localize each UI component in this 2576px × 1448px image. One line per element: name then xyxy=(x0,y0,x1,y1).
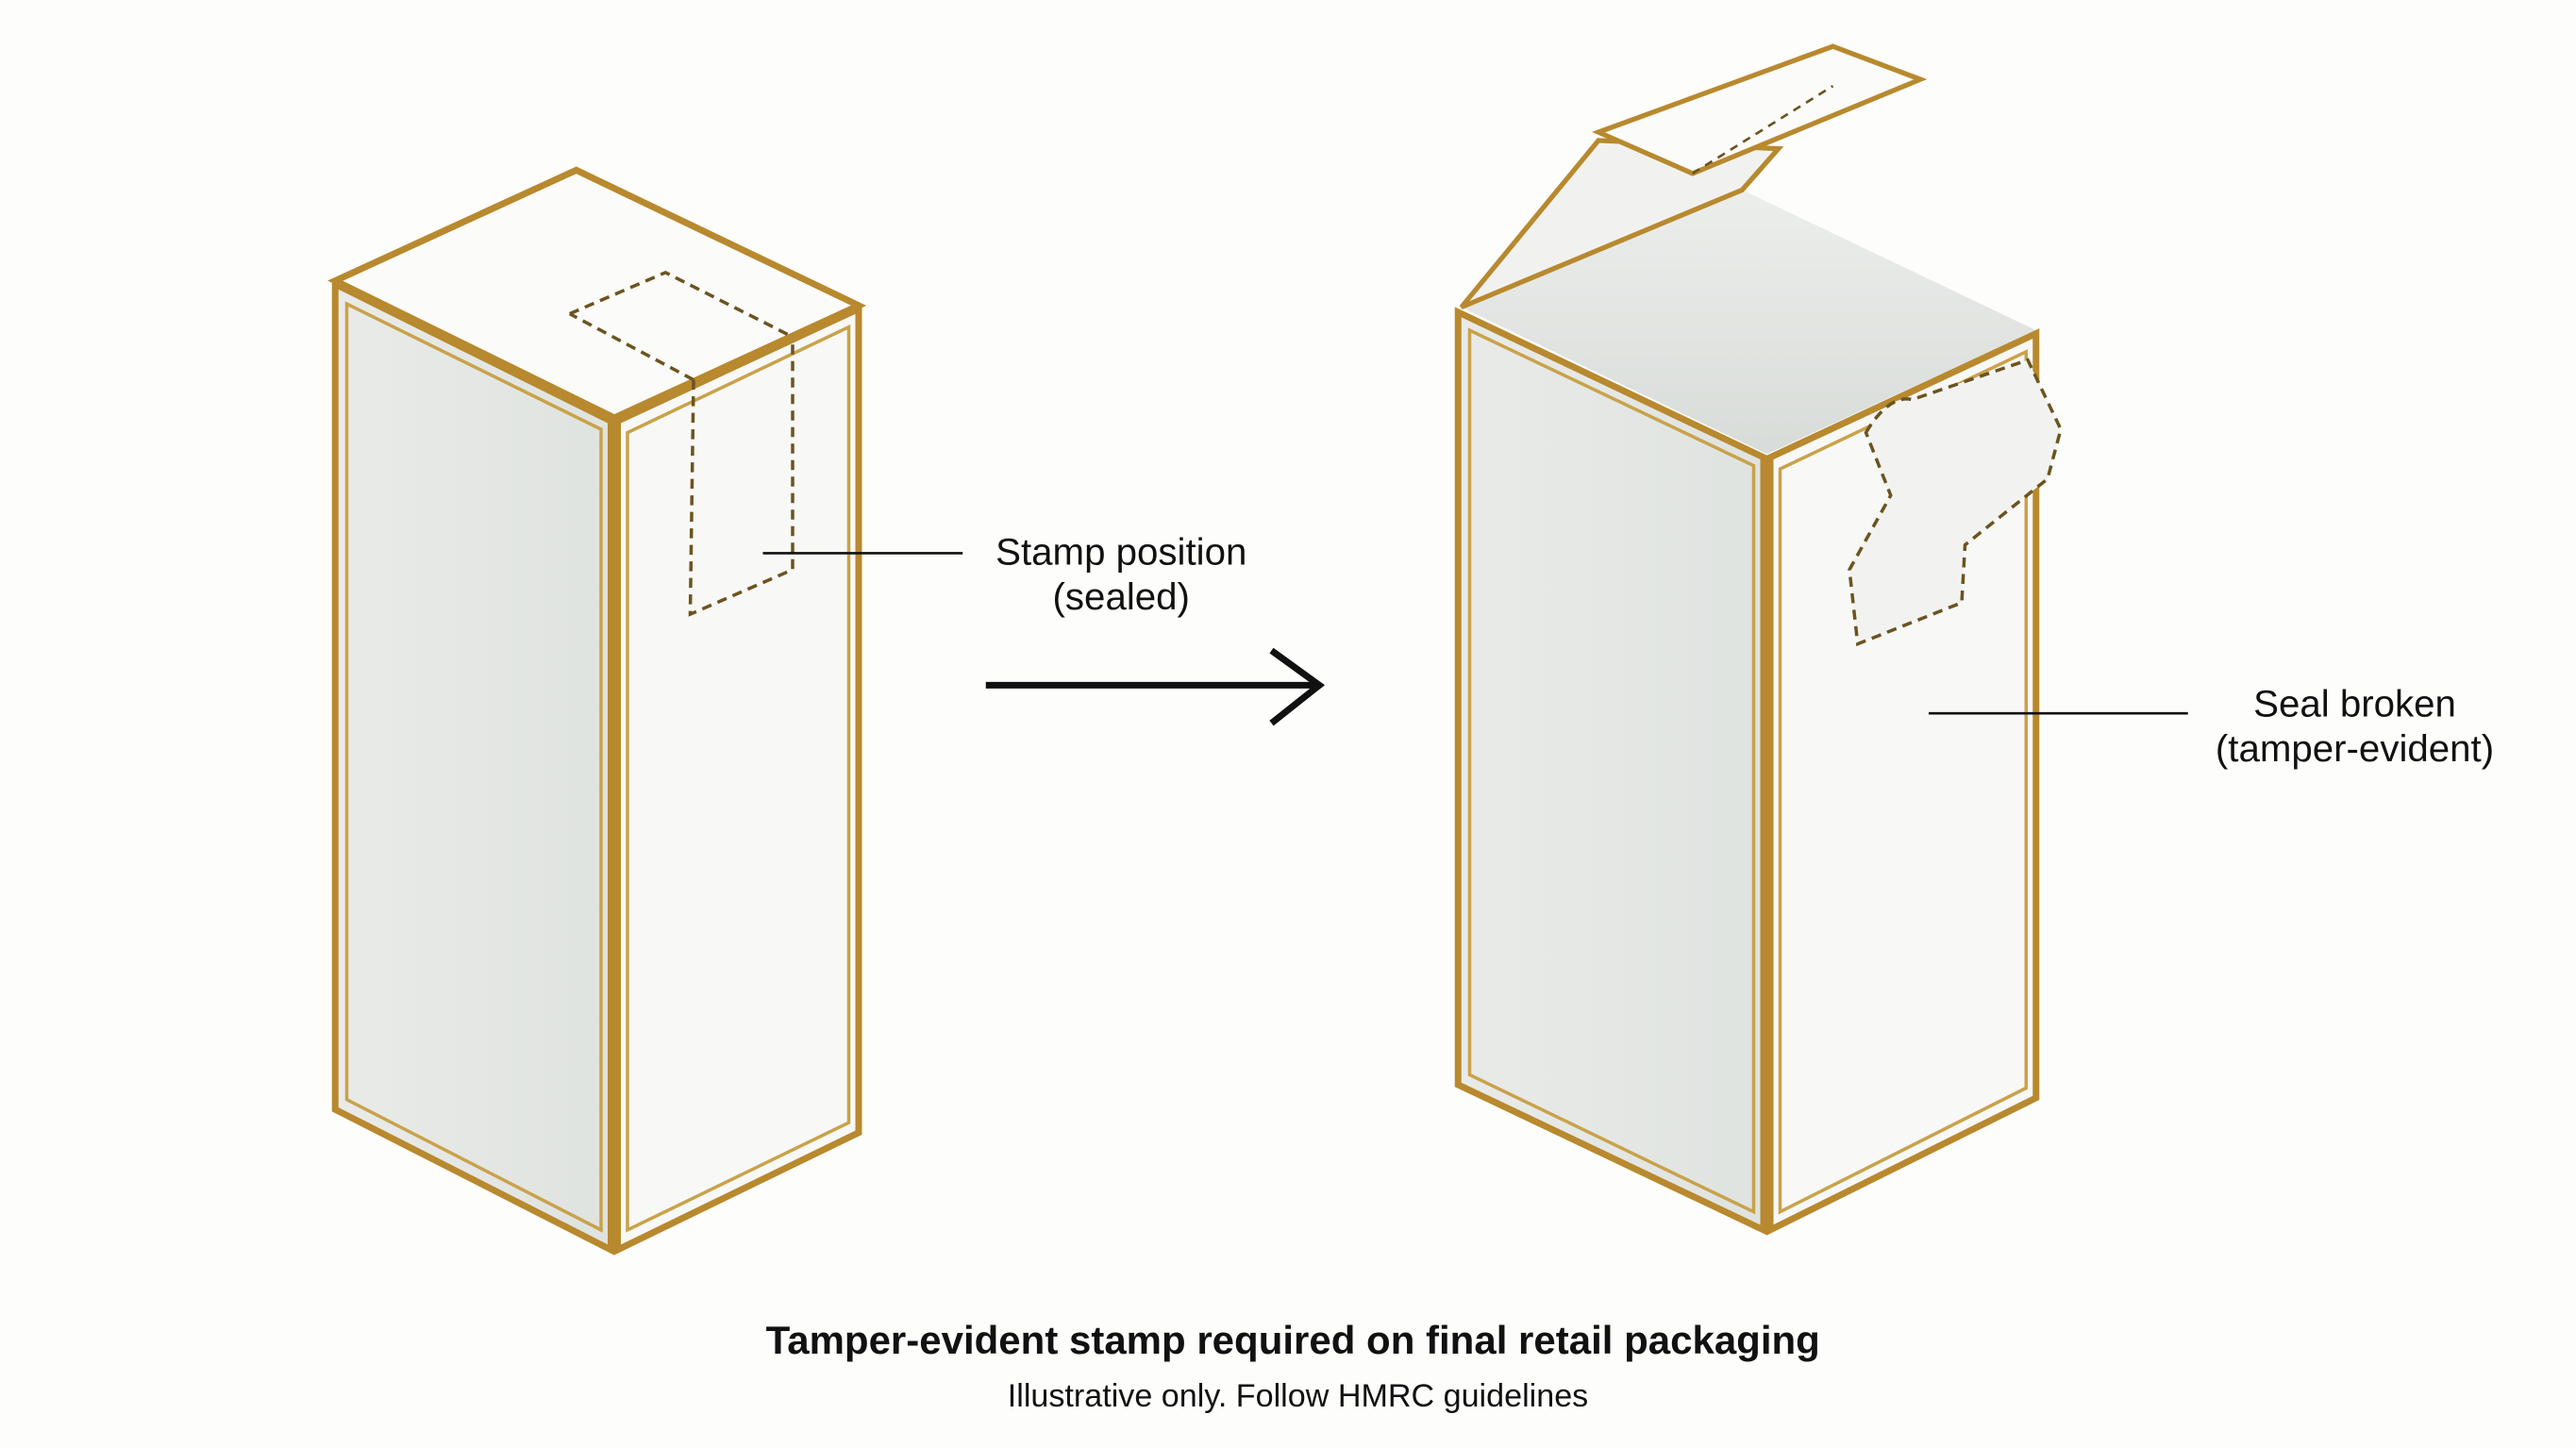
label-sealed: (sealed) xyxy=(1053,575,1190,618)
label-stamp-position: Stamp position xyxy=(995,531,1246,574)
stamp-outline-sealed xyxy=(568,270,795,617)
caption-title: Tamper-evident stamp required on final r… xyxy=(766,1318,1820,1362)
label-seal-broken: Seal broken xyxy=(2253,683,2456,725)
box-flap xyxy=(1459,138,1784,310)
broken-seal xyxy=(1848,358,2063,647)
box-interior xyxy=(1461,190,2036,455)
box-left-face xyxy=(1454,307,1767,1236)
box-left-face xyxy=(331,278,614,1256)
label-tamper-evident: (tamper-evident) xyxy=(2216,727,2494,770)
opened-box xyxy=(1454,43,2063,1236)
sealed-box xyxy=(327,166,867,1256)
box-right-face xyxy=(1766,328,2040,1236)
box-lid xyxy=(1591,43,1928,176)
arrow-right-icon xyxy=(985,647,1326,726)
box-right-face xyxy=(614,303,862,1256)
caption-subtitle: Illustrative only. Follow HMRC guideline… xyxy=(1008,1378,1588,1414)
